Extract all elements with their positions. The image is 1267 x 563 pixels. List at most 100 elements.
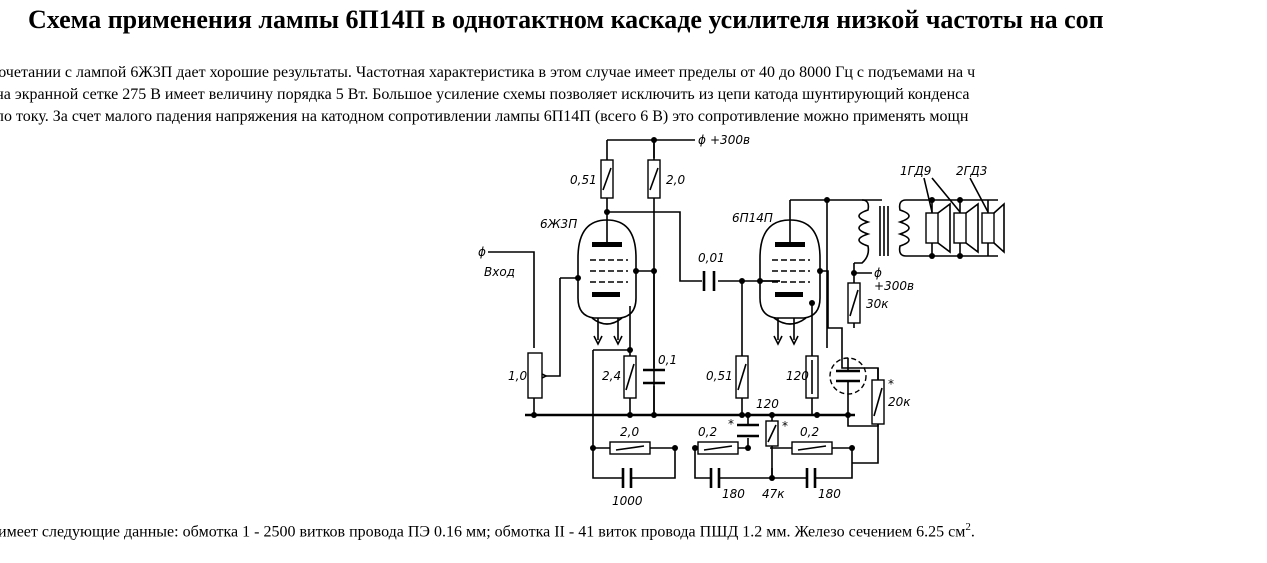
paragraph-line: 0 В и на экранной сетке 275 В имеет вели… [0,86,970,103]
amplifier-schematic: ϕ +300в 0,51 2,0 0,01 6Ж3П ϕ Вход 1,0 2,… [470,128,1010,513]
heater-arrow-icon [789,335,799,346]
resistor-mark [615,445,645,451]
speaker-1gd9-a [925,200,951,256]
resistor-mark [703,445,733,451]
heater-arrow-icon [593,335,603,346]
transformer-core [879,206,889,256]
wire [852,368,879,464]
wire [789,199,882,242]
wire [853,263,872,274]
label-tube1: 6Ж3П [540,217,577,231]
label-tube2: 6П14П [732,211,773,225]
label-r-fb3: 0,2 [800,425,819,439]
speaker-2gd3 [981,200,1005,256]
wire [560,270,654,279]
transformer-secondary [897,199,910,257]
junction-dot [809,300,815,306]
junction-dot [817,268,823,274]
supply-label-right: +300в [874,279,914,293]
label-star-20k: * [888,377,894,391]
supply-terminal-symbol: ϕ [874,266,882,280]
capacitor-fb3 [805,468,817,488]
label-r-47k: 47к [762,487,785,501]
resistor-mark [625,363,635,391]
wire [820,270,879,427]
junction-dot [531,412,537,418]
label-r-grid2: 0,51 [706,369,733,383]
resistor-mark [873,387,883,417]
label-r-cathode1: 2,4 [602,369,621,383]
tube2-envelope [759,219,821,319]
capacitor-fb2 [709,468,721,488]
tube2-grids [772,259,810,283]
transformer-primary [854,199,871,264]
capacitor-120 [737,423,759,438]
label-c-coupling: 0,01 [698,251,725,265]
label-c-fb3: 180 [818,487,841,501]
speaker-leader-lines [923,177,989,213]
resistor-mark [602,167,612,191]
heater-arrow-icon [613,335,623,346]
wire [777,318,795,340]
resistor-mark [649,167,659,191]
capacitor-cathode1 [643,368,665,385]
label-star-47k: * [782,419,788,433]
label-r-20k: 20к [888,395,911,409]
junction-dot [627,412,633,418]
capacitor-fb1 [621,468,633,488]
wire [597,318,619,340]
paragraph-line: 4П в сочетании с лампой 6Ж3П дает хороши… [0,64,976,81]
tube1-heater [591,317,623,325]
tube2-heater [773,317,807,325]
wire [906,199,998,257]
tube2-cathode [775,292,803,297]
schematic-drawing: ϕ +300в 0,51 2,0 0,01 6Ж3П ϕ Вход 1,0 2,… [478,133,1005,508]
capacitor-cathode2 [836,369,860,383]
label-star-c120: * [728,417,734,431]
footer-end: . [970,523,975,541]
junction-dot [633,268,639,274]
junction-dot [651,412,657,418]
resistor-mark [849,289,859,317]
label-c-fb2: 180 [722,487,745,501]
transformer-data-text: ор имеет следующие данные: обмотка 1 - 2… [0,516,975,543]
resistor-mark [797,445,827,451]
input-terminal-symbol: ϕ [478,245,486,259]
supply-terminal-symbol: ϕ [698,133,706,147]
wire [546,278,561,377]
junction-dot [757,278,763,284]
wire [772,448,853,479]
label-r-cathode2: 120 [786,369,809,383]
label-c-cathode1: 0,1 [658,353,677,367]
page-title: Схема применения лампы 6П14П в однотактн… [28,5,1104,34]
tube1-anode [592,242,622,247]
label-speaker2: 2ГД3 [956,164,987,178]
heater-arrow-icon [773,335,783,346]
junction-dot [575,275,581,281]
capacitor-coupling [702,271,716,291]
footer-superscript: 2 [965,521,971,533]
potentiometer-input [527,352,543,399]
label-pot-input: 1,0 [508,369,527,383]
label-speaker1: 1ГД9 [900,164,931,178]
tube1-envelope [577,219,637,319]
label-r-30k: 30к [866,297,889,311]
junction-dot [814,412,820,418]
resistor-mark [767,424,777,443]
resistor-mark [737,363,747,391]
label-c-120: 120 [756,397,779,411]
label-r-fb2: 0,2 [698,425,717,439]
label-input: Вход [484,265,515,279]
footer-text: ор имеет следующие данные: обмотка 1 - 2… [0,523,966,541]
label-c-fb1: 1000 [612,494,643,508]
tube2-anode [775,242,805,247]
wire [488,251,535,348]
supply-label-top: +300в [710,133,750,147]
label-r-fb1: 2,0 [620,425,639,439]
tube1-cathode [592,292,620,297]
wire [592,349,631,448]
description-paragraph: 4П в сочетании с лампой 6Ж3П дает хороши… [0,62,975,128]
label-r-screen1: 2,0 [666,173,685,187]
junction-dot [739,278,745,284]
label-r-plate1: 0,51 [570,173,597,187]
